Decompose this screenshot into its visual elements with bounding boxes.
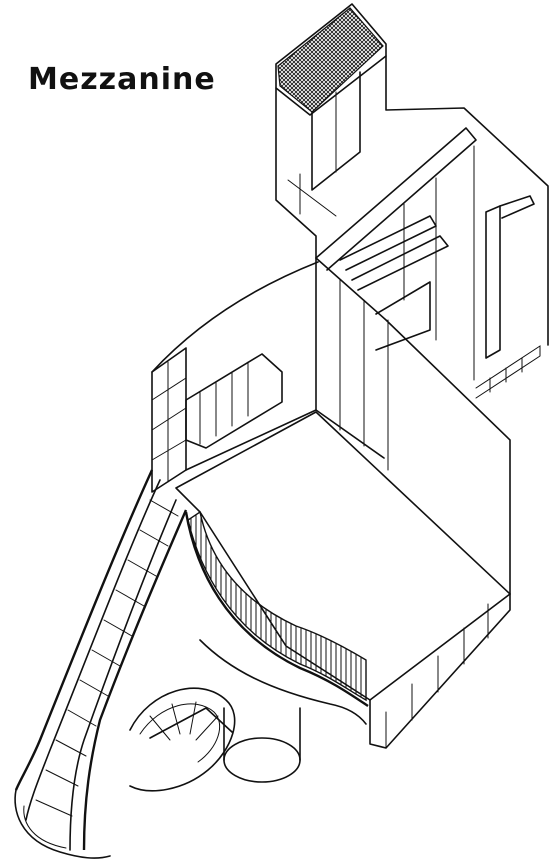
spiral-step [149,715,171,741]
stair-tread [45,769,79,787]
stair-tread [115,589,145,607]
curved-balustrade [184,510,369,725]
central-wall-right [315,257,511,595]
stair-tread [103,619,133,637]
stair-outer-stringer [25,479,161,821]
central-floor-edge [185,409,317,471]
grid-line [151,439,187,461]
stair-tread [149,499,179,517]
spiral-step [195,715,219,741]
spiral-step [189,701,197,735]
grid-line [151,407,187,431]
tower-base [475,345,541,399]
spiral-inner [139,703,221,763]
upper-tower [275,3,549,399]
stair-tread [55,739,87,757]
stair-inner-rail [82,509,188,851]
lower-spiral [129,687,301,792]
tower-cabinet [375,281,431,351]
lower-frame [149,707,233,739]
stair-inner-stringer [69,499,177,851]
tower-shelf-unit [351,235,449,291]
tower-left-wall [275,87,317,259]
stair-landing-curve [14,789,111,859]
stair-tread [35,799,73,817]
tower-shelf-unit [339,215,437,271]
stair-tread [91,649,121,667]
spiral-step [171,703,181,735]
stair-landing-inner [23,805,67,849]
tower-floor-slab [315,127,477,271]
balustrade-lower-rail [199,639,367,725]
tower-balcony-edge [499,195,535,219]
stair-tread [127,559,157,577]
balustrade-top-rail [184,511,369,707]
stair-tread [139,529,169,547]
round-column-base [223,737,301,783]
balustrade-mesh [187,510,367,702]
spiral-outer [129,687,236,792]
central-volume [151,257,511,595]
stair-outer-rail [14,469,154,791]
drawing-title: Mezzanine [28,62,216,97]
tower-shelf-line [287,179,337,217]
curved-roof-edge [151,261,319,373]
tower-right-wall [385,55,549,346]
grid-line [151,377,187,401]
deck-fascia [369,593,511,749]
grid-wall [151,347,187,493]
main-staircase [14,469,188,859]
stair-tread [79,679,109,697]
stair-tread [67,709,97,727]
tower-mesh-wall [277,7,384,113]
ribbon-window [185,353,283,449]
tower-door [485,205,501,359]
